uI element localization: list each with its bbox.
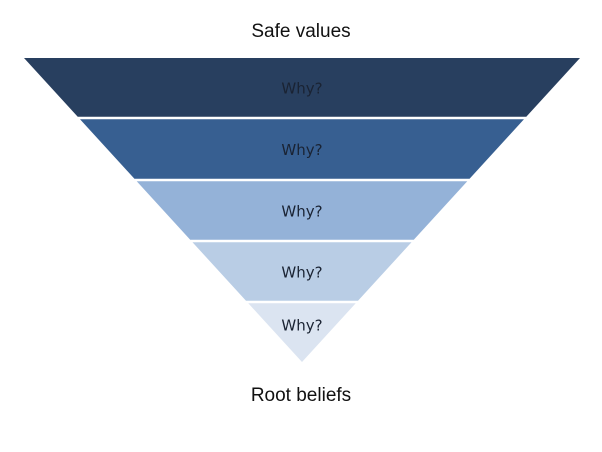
pyramid-layer-1: Why? <box>24 58 580 117</box>
pyramid-layer-label: Why? <box>281 203 322 221</box>
pyramid-layer-shape <box>24 58 580 117</box>
pyramid-layer-label: Why? <box>281 264 322 282</box>
pyramid-layer-label: Why? <box>281 141 322 159</box>
pyramid-layer-shape <box>248 303 356 362</box>
pyramid-layer-label: Why? <box>281 316 322 334</box>
top-label: Safe values <box>251 21 351 42</box>
pyramid-layer-3: Why? <box>136 181 468 240</box>
pyramid-layer-shape <box>136 181 468 240</box>
pyramid-layer-2: Why? <box>80 119 524 179</box>
pyramid-layer-4: Why? <box>192 242 412 301</box>
pyramid-layer-shape <box>192 242 412 301</box>
bottom-label: Root beliefs <box>250 385 352 406</box>
pyramid-layer-5: Why? <box>248 303 356 362</box>
pyramid-layer-shape <box>80 119 524 179</box>
pyramid-layer-label: Why? <box>281 79 322 97</box>
